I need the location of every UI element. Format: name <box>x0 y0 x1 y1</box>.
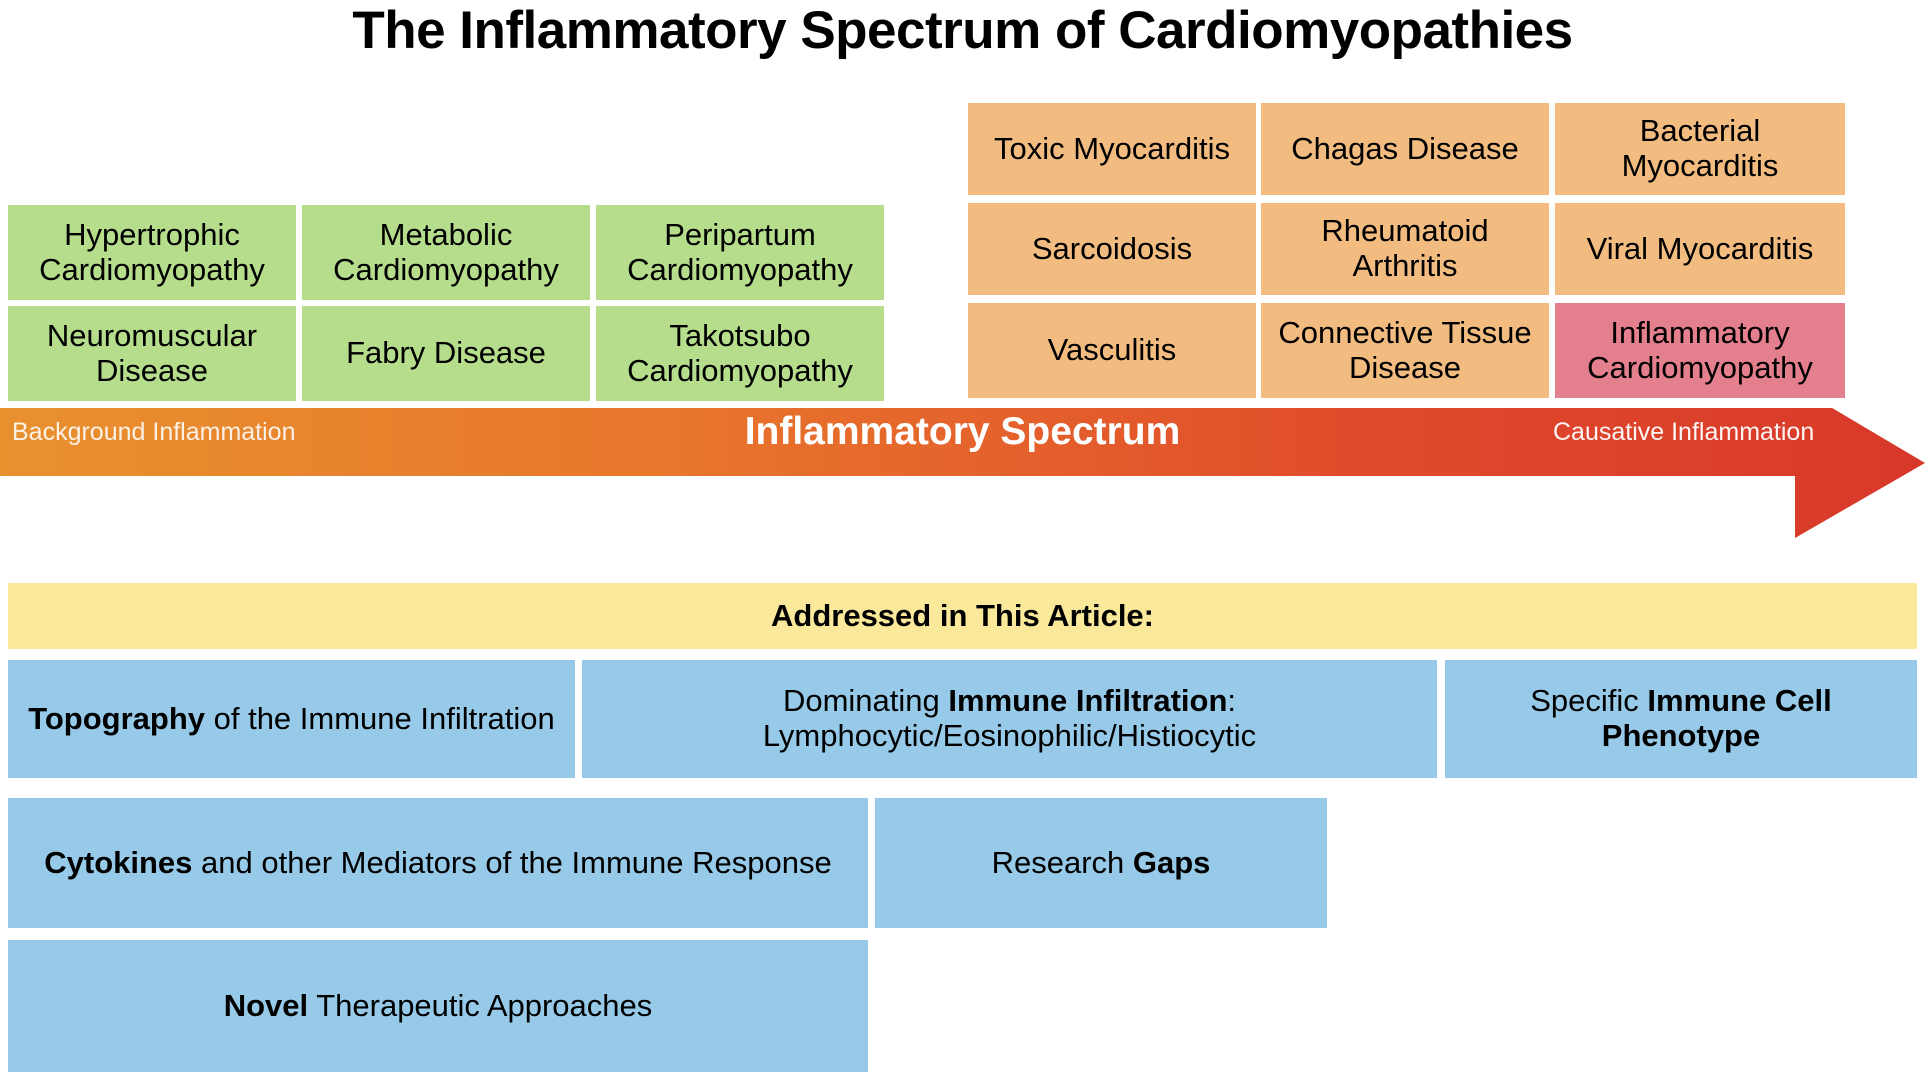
causative-item-connective-tissue-disease[interactable]: Connective Tissue Disease <box>1261 303 1549 398</box>
topic-rest: of the Immune Infiltration <box>205 700 555 736</box>
topic-bold-mid: Immune Cell Phenotype <box>1601 683 1832 753</box>
background-item-peripartum-cardiomyopathy[interactable]: Peripartum Cardiomyopathy <box>596 205 884 300</box>
arrow-label-background-inflammation: Background Inflammation <box>12 418 296 446</box>
addressed-in-this-article-banner: Addressed in This Article: <box>8 583 1917 649</box>
background-item-hypertrophic-cardiomyopathy[interactable]: Hypertrophic Cardiomyopathy <box>8 205 296 300</box>
background-item-neuromuscular-disease[interactable]: Neuromuscular Disease <box>8 306 296 401</box>
topic-bold-mid: Gaps <box>1132 844 1211 880</box>
topic-novel-therapeutic-approaches[interactable]: Novel Therapeutic Approaches <box>8 940 868 1072</box>
topic-topography-of-immune-infiltration[interactable]: Topography of the Immune Infiltration <box>8 660 575 778</box>
causative-item-toxic-myocarditis[interactable]: Toxic Myocarditis <box>968 103 1256 195</box>
page-title: The Inflammatory Spectrum of Cardiomyopa… <box>352 1 1573 60</box>
topic-rest: and other Mediators of the Immune Respon… <box>192 844 832 880</box>
topic-bold-lead: Cytokines <box>44 844 193 880</box>
causative-item-rheumatoid-arthritis[interactable]: Rheumatoid Arthritis <box>1261 203 1549 295</box>
causative-item-inflammatory-cardiomyopathy[interactable]: Inflammatory Cardiomyopathy <box>1555 303 1845 398</box>
topic-pre: Dominating <box>782 683 949 719</box>
topic-specific-immune-cell-phenotype[interactable]: Specific Immune Cell Phenotype <box>1445 660 1917 778</box>
topic-bold-lead: Topography <box>28 700 205 736</box>
topic-bold-lead: Novel <box>223 987 309 1023</box>
causative-item-chagas-disease[interactable]: Chagas Disease <box>1261 103 1549 195</box>
background-item-takotsubo-cardiomyopathy[interactable]: Takotsubo Cardiomyopathy <box>596 306 884 401</box>
causative-item-bacterial-myocarditis[interactable]: Bacterial Myocarditis <box>1555 103 1845 195</box>
inflammatory-spectrum-arrow <box>0 408 1925 538</box>
topic-pre: Research <box>991 844 1133 880</box>
topic-bold-mid: Immune Infiltration <box>948 683 1228 719</box>
causative-item-viral-myocarditis[interactable]: Viral Myocarditis <box>1555 203 1845 295</box>
topic-pre: Specific <box>1530 683 1648 719</box>
topic-research-gaps[interactable]: Research Gaps <box>875 798 1327 928</box>
background-item-metabolic-cardiomyopathy[interactable]: Metabolic Cardiomyopathy <box>302 205 590 300</box>
arrow-label-causative-inflammation: Causative Inflammation <box>1553 418 1815 446</box>
arrow-label-inflammatory-spectrum: Inflammatory Spectrum <box>744 410 1181 453</box>
topic-post: : Lymphocytic/Eosinophilic/Histiocytic <box>762 683 1257 753</box>
topic-dominating-immune-infiltration[interactable]: Dominating Immune Infiltration: Lymphocy… <box>582 660 1437 778</box>
causative-item-vasculitis[interactable]: Vasculitis <box>968 303 1256 398</box>
topic-cytokines-and-other-mediators[interactable]: Cytokines and other Mediators of the Imm… <box>8 798 868 928</box>
causative-item-sarcoidosis[interactable]: Sarcoidosis <box>968 203 1256 295</box>
background-item-fabry-disease[interactable]: Fabry Disease <box>302 306 590 401</box>
topic-rest: Therapeutic Approaches <box>308 987 653 1023</box>
